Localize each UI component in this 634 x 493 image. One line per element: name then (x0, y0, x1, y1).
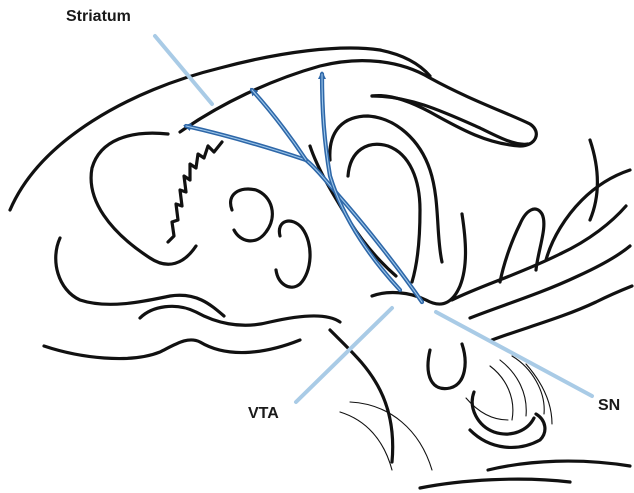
thalamus-inner (348, 144, 420, 282)
lower-arc-2 (420, 479, 570, 488)
label-vta: VTA (248, 405, 279, 423)
internal-loop-1 (231, 189, 273, 241)
internal-loop-2 (276, 221, 310, 287)
thalamus-outline (330, 116, 442, 262)
lower-arc (488, 461, 630, 470)
callosum-lower-edge (372, 96, 528, 144)
cortex-outer-arc (10, 48, 430, 210)
fiber-line-6 (340, 412, 392, 470)
brainstem-loop (428, 344, 465, 389)
leader-line-striatum (155, 36, 212, 104)
fiber-line-3 (512, 356, 544, 414)
fiber-line-1 (490, 366, 513, 420)
cerebellum-fold-3 (492, 286, 632, 340)
brain-outline (10, 48, 632, 488)
corpus-callosum (180, 61, 536, 146)
striatum-jagged-edge (168, 142, 222, 242)
orbital-contour (140, 306, 340, 325)
label-striatum: Striatum (66, 8, 131, 26)
leader-lines (155, 36, 592, 402)
brainstem-front (330, 330, 393, 462)
basal-lower-contour (44, 340, 300, 359)
label-sn: SN (598, 397, 620, 415)
cerebellum-fold-6 (590, 140, 598, 220)
